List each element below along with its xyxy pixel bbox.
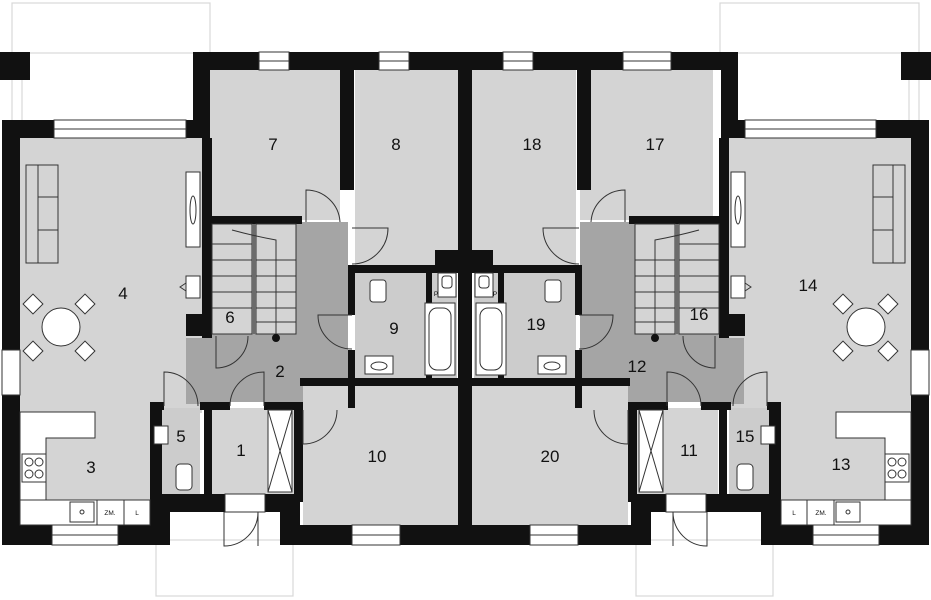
bath-mark-left: P [434,291,438,298]
room-number: 6 [225,308,234,327]
wc-left-fixtures [153,425,193,491]
stairs-left [211,223,297,342]
kitchen-right [780,411,912,526]
stairs-right [634,223,720,342]
room-number: 5 [176,427,185,446]
sofa-left-icon [25,164,59,264]
room-number: 10 [368,447,387,466]
sofa-right-icon [872,164,906,264]
tv-right-icon [730,171,746,248]
fridge-label-left: L [135,510,139,517]
room-number: 7 [268,135,277,154]
room-number: 14 [799,276,818,295]
dining-table-right-icon [832,293,899,362]
fridge-label-right: L [792,510,796,517]
dining-table-left-icon [22,293,96,362]
dishwasher-label-right: ZM. [815,510,826,517]
bathroom-left-fixtures [364,272,457,376]
room-number: 19 [527,315,546,334]
bathroom-right-fixtures [474,272,567,376]
tv-left-icon [185,171,201,248]
kitchen-left [19,411,151,526]
dishwasher-label-left: ZM. [104,510,115,517]
room-number: 15 [736,427,755,446]
fireplace-right-icon [730,275,752,299]
room-number: 2 [275,362,284,381]
room-number: 4 [118,284,127,303]
room-number: 11 [680,441,698,460]
room-labels: 1 2 3 4 5 6 7 8 9 10 11 12 13 14 15 16 1… [86,135,850,477]
room-number: 17 [646,135,665,154]
windows [1,51,930,546]
bath-mark-right: P [493,291,497,298]
walls [0,52,931,545]
room-number: 13 [832,455,851,474]
room-number: 12 [628,357,647,376]
room-number: 18 [523,135,542,154]
doors [163,189,768,547]
room-number: 1 [236,441,245,460]
room-number: 16 [690,305,709,324]
wc-right-fixtures [736,425,776,491]
fireplace-left-icon [179,275,201,299]
room-number: 3 [86,458,95,477]
room-number: 8 [391,135,400,154]
room-number: 20 [541,447,560,466]
room-number: 9 [389,319,398,338]
